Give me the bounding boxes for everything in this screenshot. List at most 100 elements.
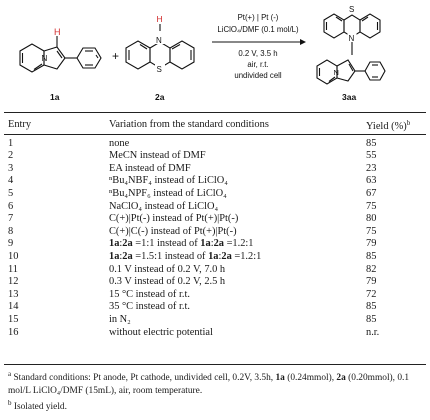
cell-entry: 14 (8, 301, 19, 313)
cell-variation: ⁿBu₄NBF₄ instead of LiClO₄ (109, 175, 228, 187)
cell-entry: 11 (8, 263, 19, 275)
cell-yield: 79 (366, 238, 377, 250)
s-mask (155, 64, 165, 73)
cell-variation: in N₂ (109, 313, 131, 325)
table-row: 13 15 °C instead of r.t. 72 (4, 289, 426, 302)
cell-yield: 85 (366, 250, 377, 262)
table-row: 14 35 °C instead of r.t. 85 (4, 301, 426, 314)
footnote-b-text: Isolated yield. (13, 402, 67, 412)
table-row: 15 in N₂ 85 (4, 314, 426, 327)
label-3aa: 3aa (342, 92, 356, 102)
cell-yield: 80 (366, 213, 377, 225)
cell-variation: 0.1 V instead of 0.2 V, 7.0 h (109, 263, 226, 275)
cell-yield: 23 (366, 162, 377, 174)
cell-yield: 82 (366, 263, 377, 275)
cell-variation: 1a:2a =1:1 instead of 1a:2a =1.2:1 (109, 238, 254, 250)
cell-yield: 85 (366, 137, 377, 149)
n-label-2a: N (156, 36, 162, 45)
cell-yield: 55 (366, 150, 377, 162)
cell-entry: 13 (8, 288, 19, 300)
cell-yield: 79 (366, 276, 377, 288)
cell-entry: 15 (8, 313, 19, 325)
cell-entry: 7 (8, 213, 14, 225)
header-yield-footnote: b (406, 119, 411, 127)
cell-yield: 85 (366, 301, 377, 313)
cell-yield: 75 (366, 225, 377, 237)
table-row: 3 EA instead of DMF 23 (4, 163, 426, 176)
n-label-3aa: N (349, 34, 355, 43)
cell-variation: 1a:2a =1.5:1 instead of 1a:2a =1.2:1 (109, 250, 262, 262)
conditions-table: Entry Variation from the standard condit… (4, 117, 426, 339)
cell-entry: 10 (8, 250, 19, 262)
header-yield-text: Yield (%) (366, 121, 407, 132)
indolizine-1a-structure (19, 36, 102, 73)
cell-yield: n.r. (366, 326, 380, 338)
h-label-1a: H (54, 27, 61, 37)
table-row: 4 ⁿBu₄NBF₄ instead of LiClO₄ 63 (4, 175, 426, 188)
arrow-condition-cell: undivided cell (234, 71, 282, 80)
table-row: 2 MeCN instead of DMF 55 (4, 150, 426, 163)
cell-variation: 15 °C instead of r.t. (109, 288, 190, 300)
cell-entry: 5 (8, 187, 14, 199)
footnote-b: b Isolated yield. (8, 397, 424, 414)
footnote-a-text: Standard conditions: Pt anode, Pt cathod… (8, 373, 410, 396)
cell-yield: 85 (366, 313, 377, 325)
header-yield: Yield (%)b (366, 117, 426, 134)
h-label-2a: H (157, 14, 163, 24)
table-row: 10 1a:2a =1.5:1 instead of 1a:2a =1.2:1 85 (4, 251, 426, 264)
product-3aa-structure (316, 13, 386, 85)
arrow-condition-potential: 0.2 V, 3.5 h (238, 49, 277, 58)
reaction-scheme: H N 1a + N H S 2a Pt(+) | Pt (-) LiClO₄/… (19, 5, 386, 102)
plus-sign: + (112, 49, 119, 63)
cell-yield: 67 (366, 187, 377, 199)
label-1a: 1a (50, 92, 60, 102)
cell-entry: 12 (8, 276, 19, 288)
s-label-2a: S (157, 65, 162, 74)
header-variation: Variation from the standard conditions (109, 119, 269, 130)
footnote-a-mark: a (8, 370, 12, 378)
table-row: 8 C(+)|C(-) instead of Pt(+)|Pt(-) 75 (4, 226, 426, 239)
cell-entry: 2 (8, 150, 14, 162)
n-mask-3aa (347, 33, 357, 42)
cell-variation: without electric potential (109, 326, 213, 338)
footnote-b-mark: b (8, 399, 12, 407)
cell-variation: none (109, 137, 130, 149)
phenothiazine-2a-structure (125, 24, 195, 70)
table-top-rule (4, 112, 426, 114)
table-bottom-rule (4, 364, 426, 365)
cell-variation: 35 °C instead of r.t. (109, 301, 190, 313)
table-row: 6 NaClO₄ instead of LiClO₄ 75 (4, 201, 426, 214)
table-row: 1 none 85 (4, 138, 426, 151)
cell-entry: 3 (8, 162, 14, 174)
cell-entry: 6 (8, 200, 14, 212)
arrow-condition-electrolyte: LiClO₄/DMF (0.1 mol/L) (217, 25, 299, 34)
cell-variation: MeCN instead of DMF (109, 150, 206, 162)
table-row: 11 0.1 V instead of 0.2 V, 7.0 h 82 (4, 264, 426, 277)
cell-entry: 4 (8, 175, 14, 187)
footnotes: a Standard conditions: Pt anode, Pt cath… (8, 368, 424, 414)
cell-variation: 0.3 V instead of 0.2 V, 2.5 h (109, 276, 226, 288)
s-mask-3aa (347, 5, 357, 14)
footnote-a: a Standard conditions: Pt anode, Pt cath… (8, 368, 424, 397)
cell-variation: NaClO₄ instead of LiClO₄ (109, 200, 219, 212)
cell-entry: 8 (8, 225, 14, 237)
cell-yield: 75 (366, 200, 377, 212)
cell-entry: 1 (8, 137, 14, 149)
n-mask (155, 35, 165, 44)
n-label-1a: N (42, 54, 48, 63)
cell-entry: 9 (8, 238, 14, 250)
cell-variation: C(+)|C(-) instead of Pt(+)|Pt(-) (109, 225, 237, 237)
cell-yield: 72 (366, 288, 377, 300)
cell-variation: C(+)|Pt(-) instead of Pt(+)|Pt(-) (109, 213, 239, 225)
table-row: 7 C(+)|Pt(-) instead of Pt(+)|Pt(-) 80 (4, 213, 426, 226)
cell-variation: EA instead of DMF (109, 162, 191, 174)
cell-yield: 63 (366, 175, 377, 187)
table-row: 9 1a:2a =1:1 instead of 1a:2a =1.2:1 79 (4, 238, 426, 251)
n-label-3aa-indolizine: N (334, 68, 339, 77)
reaction-arrow (212, 39, 306, 45)
cell-entry: 16 (8, 326, 19, 338)
arrow-condition-electrodes: Pt(+) | Pt (-) (238, 13, 279, 22)
s-label-3aa: S (349, 5, 354, 14)
table-row: 12 0.3 V instead of 0.2 V, 2.5 h 79 (4, 276, 426, 289)
